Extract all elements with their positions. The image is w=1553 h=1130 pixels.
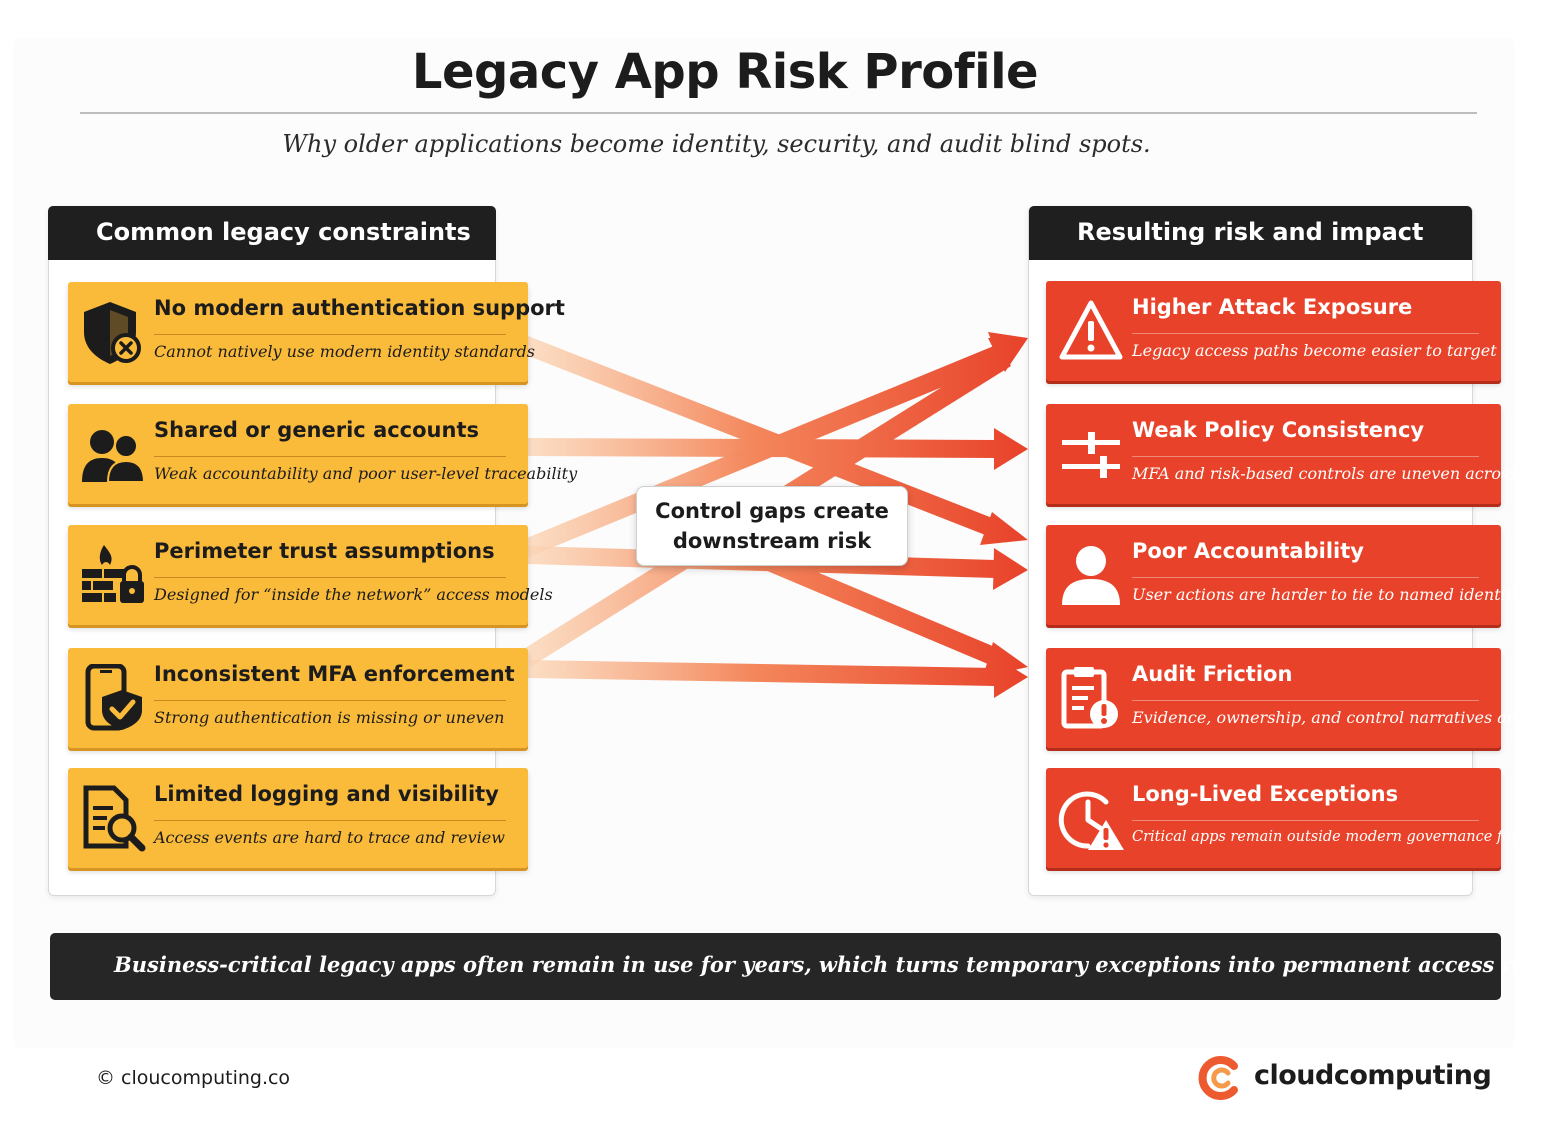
risk-desc: Legacy access paths become easier to tar… <box>1132 341 1497 360</box>
card-divider <box>154 577 506 578</box>
arrow-3-to-4 <box>753 548 1002 667</box>
constraint-desc: Weak accountability and poor user-level … <box>154 464 578 483</box>
sliders-icon <box>1062 432 1120 478</box>
callout-line-1: Control gaps create <box>655 499 889 523</box>
constraint-card-shared-accounts: Shared or generic accounts Weak accounta… <box>68 404 577 504</box>
title-divider <box>80 112 1477 114</box>
risk-desc: Evidence, ownership, and control narrati… <box>1132 708 1553 727</box>
constraint-title: Limited logging and visibility <box>154 782 499 806</box>
user-icon <box>1062 546 1120 605</box>
constraint-title: Inconsistent MFA enforcement <box>154 662 515 686</box>
risk-card-policy-consistency: Weak Policy Consistency MFA and risk-bas… <box>1046 404 1553 504</box>
arrow-1-to-3-head <box>980 512 1028 545</box>
constraint-desc: Access events are hard to trace and revi… <box>154 828 505 847</box>
constraint-desc: Designed for “inside the network” access… <box>154 585 553 604</box>
card-divider <box>154 700 506 701</box>
constraint-title: Shared or generic accounts <box>154 418 479 442</box>
risks-heading: Resulting risk and impact <box>1029 206 1472 260</box>
card-divider <box>154 334 506 335</box>
card-divider <box>154 820 506 821</box>
card-divider <box>1132 700 1479 701</box>
risk-title: Higher Attack Exposure <box>1132 295 1413 319</box>
card-divider <box>1132 456 1479 457</box>
control-gaps-callout: Control gaps create downstream risk <box>636 486 908 566</box>
users-icon <box>82 430 146 483</box>
card-divider <box>1132 577 1479 578</box>
arrow-4-to-1-head <box>988 338 1028 372</box>
constraint-card-logging: Limited logging and visibility Access ev… <box>68 768 528 868</box>
constraint-card-modern-auth: No modern authentication support Cannot … <box>68 282 565 382</box>
risk-title: Audit Friction <box>1132 662 1293 686</box>
risk-title: Long-Lived Exceptions <box>1132 782 1399 806</box>
risk-card-attack-exposure: Higher Attack Exposure Legacy access pat… <box>1046 281 1501 381</box>
constraint-title: No modern authentication support <box>154 296 565 320</box>
card-divider <box>1132 820 1479 821</box>
risk-card-long-lived-exceptions: Long-Lived Exceptions Critical apps rema… <box>1046 768 1553 868</box>
clipboard-alert-icon <box>1061 667 1118 729</box>
constraint-desc: Strong authentication is missing or unev… <box>154 708 505 727</box>
brand-name: cloudcomputing <box>1254 1060 1492 1091</box>
phone-shield-icon <box>85 664 142 731</box>
card-divider <box>154 456 506 457</box>
copyright-text: © cloucomputing.co <box>96 1067 291 1089</box>
constraints-heading: Common legacy constraints <box>48 206 496 260</box>
risk-card-accountability: Poor Accountability User actions are har… <box>1046 525 1535 625</box>
page-title: Legacy App Risk Profile <box>411 44 1039 100</box>
card-divider <box>1132 333 1479 334</box>
summary-banner: Business-critical legacy apps often rema… <box>50 933 1553 1000</box>
cloudcomputing-logo-icon <box>1198 1056 1238 1100</box>
arrow-2-to-2-head <box>994 428 1028 470</box>
constraint-desc: Cannot natively use modern identity stan… <box>154 342 535 361</box>
risk-card-audit-friction: Audit Friction Evidence, ownership, and … <box>1046 648 1553 748</box>
constraint-title: Perimeter trust assumptions <box>154 539 495 563</box>
document-search-icon <box>83 785 146 852</box>
clock-warning-icon <box>1058 791 1124 850</box>
firewall-lock-icon <box>82 545 144 603</box>
risk-desc: MFA and risk-based controls are uneven a… <box>1132 464 1553 483</box>
arrow-3-to-4-head <box>983 642 1028 677</box>
callout-line-2: downstream risk <box>672 529 872 553</box>
risk-desc: User actions are harder to tie to named … <box>1132 585 1535 604</box>
risk-title: Poor Accountability <box>1132 539 1364 563</box>
constraint-card-mfa: Inconsistent MFA enforcement Strong auth… <box>68 648 528 748</box>
risk-desc: Critical apps remain outside modern gove… <box>1132 829 1553 845</box>
page-subtitle: Why older applications become identity, … <box>282 130 1151 158</box>
shield-x-icon <box>84 302 141 364</box>
arrow-3-to-3-head <box>993 548 1028 590</box>
constraint-card-perimeter-trust: Perimeter trust assumptions Designed for… <box>68 525 553 625</box>
risk-title: Weak Policy Consistency <box>1132 418 1425 442</box>
arrow-4-to-4 <box>528 660 995 686</box>
warning-triangle-icon <box>1059 300 1123 360</box>
